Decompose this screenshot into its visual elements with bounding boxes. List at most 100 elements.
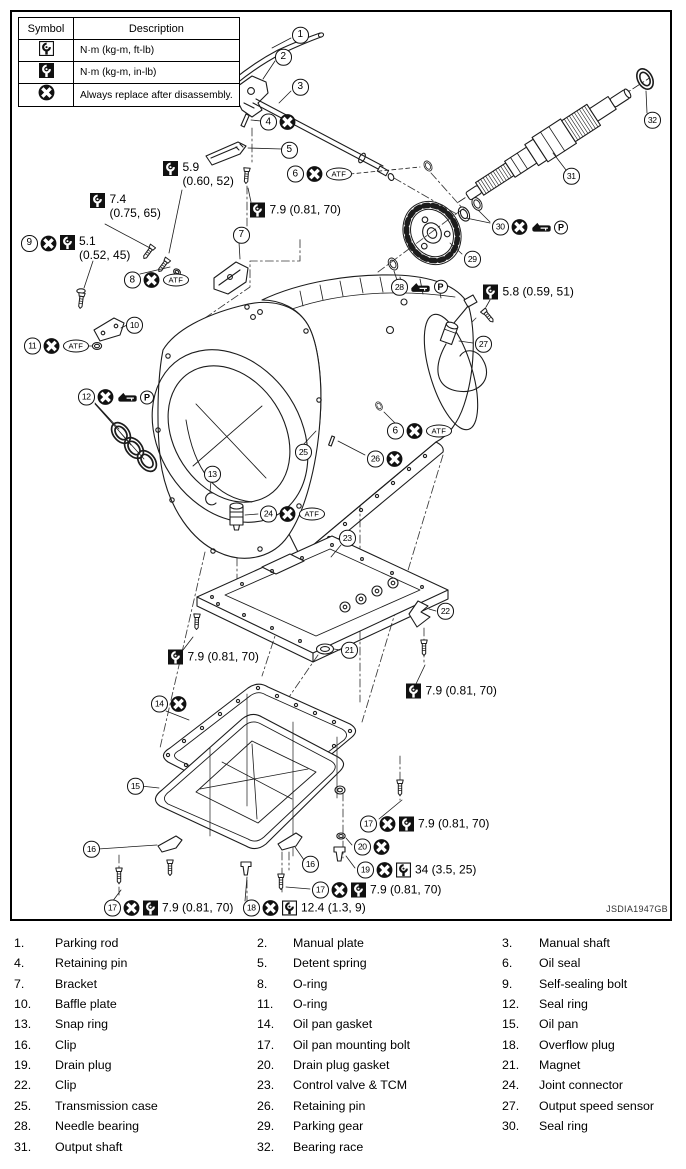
petroleum-jelly-icon: P [433,280,448,294]
torque-wrench-ftlb-icon [38,40,54,56]
torque-wrench-inlb-icon [483,284,498,300]
callout-14: 14 [151,695,187,713]
replace-icon [170,696,187,713]
part-name: Snap ring [55,1017,109,1032]
part-number: 4. [14,956,25,971]
part-number: 12. [502,997,520,1012]
part-name: Baffle plate [55,997,117,1012]
grease-applicator-icon [117,392,138,403]
callout-16: 16 [83,840,100,858]
callout-number-bubble: 29 [464,250,481,268]
part-number: 6. [502,956,513,971]
legend-description: Always replace after disassembly. [73,83,240,107]
part-name: Oil pan mounting bolt [293,1037,411,1052]
callout-25: 25 [295,443,312,461]
petroleum-jelly-icon: P [554,220,568,234]
part-name: Bracket [55,976,98,991]
part-name: Overflow plug [539,1037,615,1052]
grease-applicator-icon [531,222,552,233]
callout-number-bubble: 2 [275,48,292,66]
callout-number-bubble: 12 [78,388,95,406]
replace-icon [279,114,296,131]
callout-20: 20 [354,838,390,856]
callout-number-bubble: 5 [281,141,298,159]
part-number: 3. [502,936,513,950]
atf-icon: ATF [298,507,326,521]
part-number: 24. [502,1078,520,1093]
diagram-frame [10,10,672,921]
part-name: Control valve & TCM [293,1078,408,1093]
callout-7: 7 [233,226,250,244]
legend-symbol-cell [18,83,74,107]
callout-number-bubble: 17 [312,881,329,899]
petroleum-jelly-icon: P [140,390,154,404]
legend-header-description: Description [73,17,240,40]
part-number: 20. [257,1058,275,1073]
callout-number-bubble: 8 [124,271,141,289]
part-name: Retaining pin [55,956,128,971]
torque-value: 34 (3.5, 25) [415,862,477,877]
part-name: Joint connector [539,1078,624,1093]
part-name: Clip [55,1037,77,1052]
callout-30: 30 P [492,218,568,236]
callout-15: 15 [127,777,144,795]
callout-13: 13 [204,465,221,483]
legend-symbol-cell [18,39,74,62]
replace-icon [406,423,423,440]
part-name: O-ring [293,997,328,1012]
torque-wrench-inlb-icon [38,62,54,78]
torque-label: 7.9 (0.81, 70) [406,683,497,699]
torque-wrench-inlb-icon [59,235,75,250]
part-name: Oil seal [539,956,581,971]
replace-icon [386,451,403,468]
callout-number-bubble: 19 [357,861,374,879]
replace-icon [38,84,55,101]
replace-icon [123,900,140,917]
replace-icon [373,839,390,856]
callout-29: 29 [464,250,481,268]
torque-wrench-inlb-icon [250,202,265,218]
torque-label: 5.9(0.60, 52) [163,160,234,188]
callout-number-bubble: 7 [233,226,250,244]
torque-value: 7.4(0.75, 65) [109,192,161,220]
callout-number-bubble: 27 [475,335,492,353]
part-name: Drain plug gasket [293,1058,390,1073]
callout-number-bubble: 3 [292,78,309,96]
callout-19: 19 34 (3.5, 25) [357,861,477,879]
part-name: Self-sealing bolt [539,976,628,991]
part-number: 25. [14,1098,32,1113]
callout-21: 21 [341,641,358,659]
legend-row: N·m (kg-m, ft-lb) [18,39,240,62]
torque-value: 5.8 (0.59, 51) [502,284,574,299]
torque-value: 7.9 (0.81, 70) [162,900,234,915]
part-number: 19. [14,1058,32,1073]
part-number: 29. [257,1119,275,1134]
part-name: Needle bearing [55,1119,140,1134]
torque-wrench-inlb-icon [398,816,414,832]
callout-number-bubble: 30 [492,218,509,236]
part-number: 30. [502,1119,520,1134]
part-number: 26. [257,1098,275,1113]
part-name: Detent spring [293,956,367,971]
callout-27: 27 [475,335,492,353]
part-number: 21. [502,1058,520,1073]
callout-number-bubble: 1 [292,26,309,44]
part-number: 18. [502,1037,520,1052]
callout-number-bubble: 21 [341,641,358,659]
torque-value: 5.1(0.52, 45) [79,234,131,262]
callout-number-bubble: 25 [295,443,312,461]
atf-icon: ATF [325,167,353,181]
callout-3: 3 [292,78,309,96]
part-name: Manual shaft [539,936,610,950]
callout-12: 12 P [78,388,154,406]
callout-number-bubble: 20 [354,838,371,856]
callout-10: 10 [126,316,143,334]
part-name: Drain plug [55,1058,112,1073]
callout-32: 32 [644,111,661,129]
part-number: 9. [502,976,513,991]
